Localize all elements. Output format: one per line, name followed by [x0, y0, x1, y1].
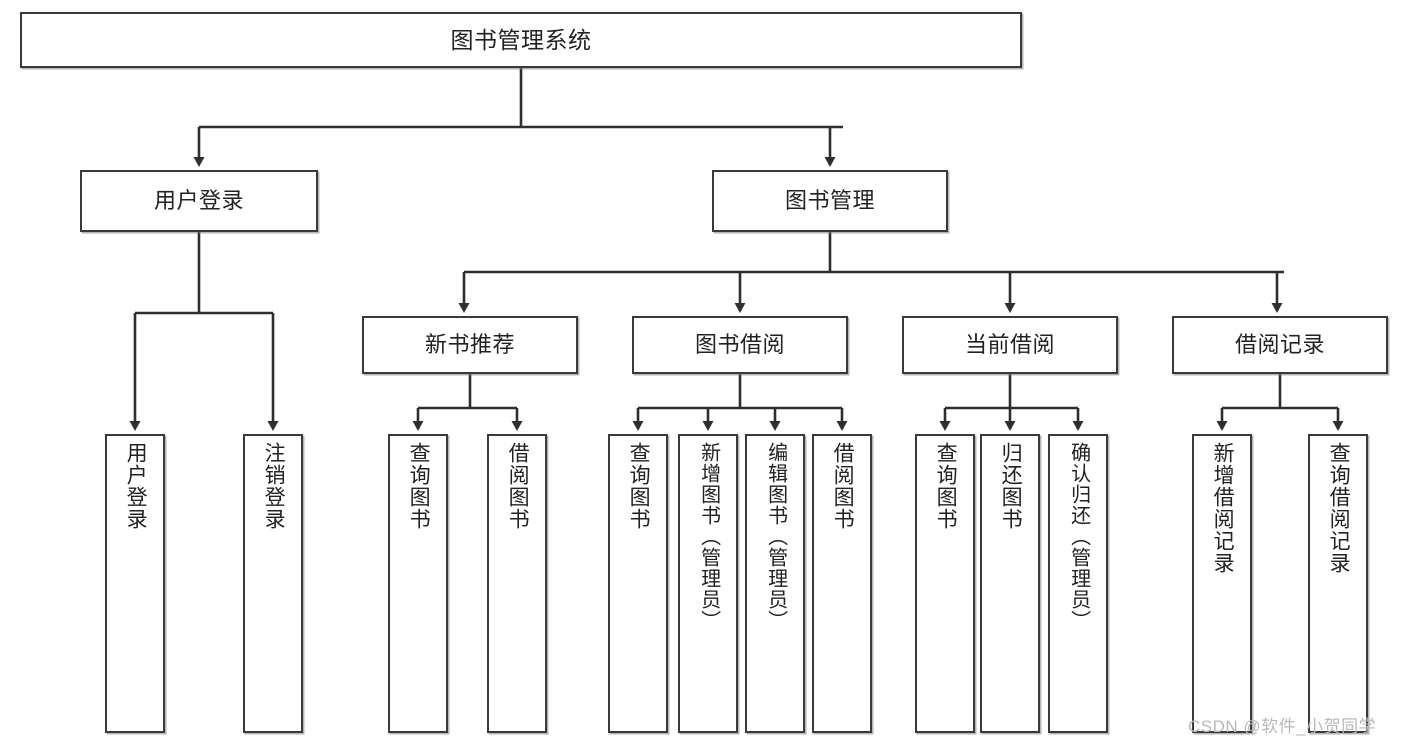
node-leaf-9-label: 查询图书	[934, 442, 958, 530]
node-current-borrow[interactable]: 当前借阅	[902, 316, 1118, 374]
node-book-borrow[interactable]: 图书借阅	[632, 316, 848, 374]
node-leaf-11[interactable]: 确认归还（管理员）	[1048, 434, 1108, 733]
node-leaf-7[interactable]: 编辑图书（管理员）	[745, 434, 805, 733]
node-leaf-12-label: 新增借阅记录	[1211, 442, 1235, 574]
node-leaf-9[interactable]: 查询图书	[915, 434, 975, 733]
node-borrow-record-label: 借阅记录	[1234, 331, 1325, 357]
node-new-book-rec[interactable]: 新书推荐	[362, 316, 578, 374]
node-borrow-record[interactable]: 借阅记录	[1172, 316, 1388, 374]
csdn-watermark: CSDN @软件_小贺同学	[1188, 717, 1377, 736]
node-book-manage[interactable]: 图书管理	[712, 170, 948, 232]
node-leaf-3[interactable]: 查询图书	[388, 434, 448, 733]
node-leaf-8-label: 借阅图书	[831, 442, 855, 530]
node-current-borrow-label: 当前借阅	[964, 331, 1055, 357]
node-leaf-5[interactable]: 查询图书	[608, 434, 668, 733]
node-leaf-4-label: 借阅图书	[506, 442, 530, 530]
node-leaf-10[interactable]: 归还图书	[980, 434, 1040, 733]
node-leaf-2-label: 注销登录	[262, 442, 286, 530]
node-root[interactable]: 图书管理系统	[20, 12, 1022, 68]
node-leaf-2[interactable]: 注销登录	[243, 434, 303, 733]
node-leaf-6[interactable]: 新增图书（管理员）	[678, 434, 738, 733]
node-leaf-1-label: 用户登录	[124, 442, 148, 530]
node-leaf-13-label: 查询借阅记录	[1327, 442, 1351, 574]
node-leaf-13[interactable]: 查询借阅记录	[1308, 434, 1368, 733]
node-leaf-7-label: 编辑图书（管理员）	[764, 442, 787, 631]
node-root-label: 图书管理系统	[450, 26, 592, 53]
node-leaf-1[interactable]: 用户登录	[105, 434, 165, 733]
node-leaf-3-label: 查询图书	[407, 442, 431, 530]
node-leaf-4[interactable]: 借阅图书	[487, 434, 547, 733]
node-book-borrow-label: 图书借阅	[694, 331, 785, 357]
node-leaf-10-label: 归还图书	[999, 442, 1023, 530]
node-leaf-8[interactable]: 借阅图书	[812, 434, 872, 733]
node-book-manage-label: 图书管理	[784, 187, 875, 213]
node-leaf-6-label: 新增图书（管理员）	[697, 442, 720, 631]
node-leaf-11-label: 确认归还（管理员）	[1067, 442, 1090, 631]
node-leaf-5-label: 查询图书	[627, 442, 651, 530]
node-user-login[interactable]: 用户登录	[80, 170, 318, 232]
node-leaf-12[interactable]: 新增借阅记录	[1192, 434, 1252, 733]
node-new-book-rec-label: 新书推荐	[424, 331, 515, 357]
node-user-login-label: 用户登录	[153, 187, 244, 213]
